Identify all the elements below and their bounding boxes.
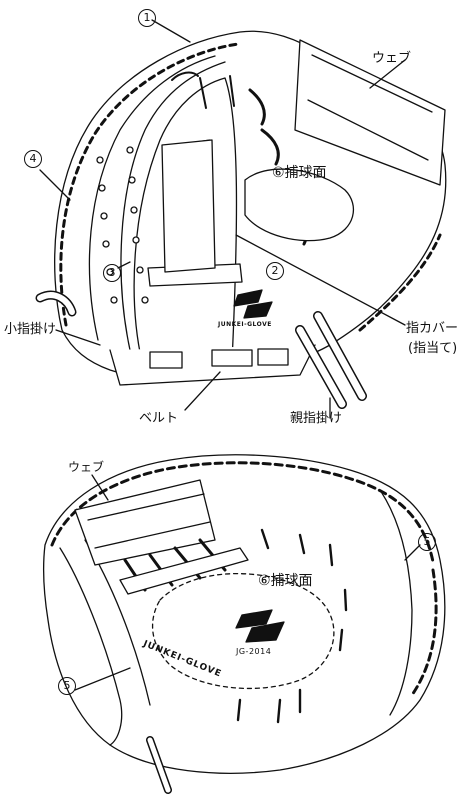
label-web-top: ウェブ xyxy=(372,51,412,66)
marker-5-left: 5 xyxy=(58,677,76,695)
label-belt: ベルト xyxy=(139,411,179,426)
marker-2: 2 xyxy=(266,262,284,280)
label-web-bottom: ウェブ xyxy=(68,460,105,474)
label-finger-cover: 指カバー xyxy=(406,321,459,336)
label-pinky-hook: 小指掛け xyxy=(4,322,57,337)
top-web xyxy=(294,39,446,186)
marker-1: 1 xyxy=(138,9,156,27)
marker-4: 4 xyxy=(24,150,42,168)
belt-buckle xyxy=(211,349,253,367)
bottom-logo-mark xyxy=(235,609,285,643)
model-text: JG-2014 xyxy=(236,647,272,656)
marker-5-right: 5 xyxy=(418,533,436,551)
label-pocket-bottom: ⑥捕球面 xyxy=(258,573,313,589)
label-pocket-top: ⑥捕球面 xyxy=(272,165,327,181)
bottom-pocket xyxy=(151,573,335,689)
label-finger-cover-sub: (指当て) xyxy=(408,341,458,356)
bottom-glove xyxy=(42,454,446,794)
label-thumb-hook: 親指掛け xyxy=(290,411,343,426)
marker-3: 3 xyxy=(103,264,121,282)
top-brand-text: JUNKEI-GLOVE xyxy=(218,321,272,328)
top-glove xyxy=(35,19,447,419)
bottom-web xyxy=(74,479,216,566)
top-logo-mark xyxy=(233,289,273,319)
top-pocket xyxy=(244,168,354,242)
